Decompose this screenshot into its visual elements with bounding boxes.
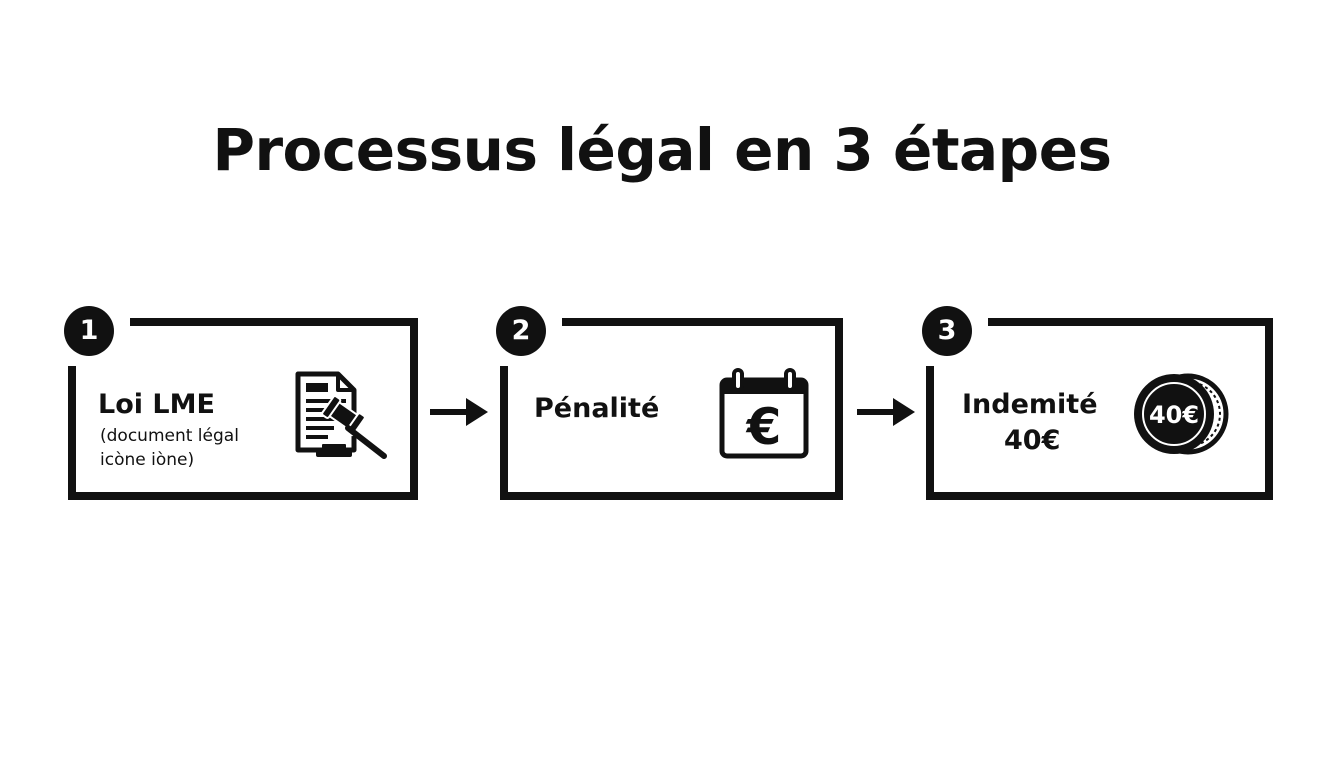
step-3-number-badge: 3 <box>922 306 972 356</box>
page-title: Processus légal en 3 étapes <box>212 116 1112 184</box>
arrow-right-icon <box>428 396 490 432</box>
calendar-euro-glyph: € <box>746 398 782 456</box>
step-1-note-line-1: (document légal <box>100 426 239 446</box>
coin-40-euro-icon: 40€ <box>1128 368 1232 464</box>
step-3-label-line-1: Indemité <box>962 389 1098 420</box>
step-2-number-badge: 2 <box>496 306 546 356</box>
step-3-label-line-2: 40€ <box>1004 425 1061 456</box>
coin-value-text: 40€ <box>1149 401 1199 429</box>
step-1-box: 1 Loi LME (document légal icòne iòne) <box>64 306 418 500</box>
step-1-label: Loi LME <box>98 389 215 420</box>
step-3-box: 3 Indemité 40€ 40€ <box>922 306 1273 500</box>
step-1-note-line-2: icòne iòne) <box>100 450 195 470</box>
step-1-number-badge: 1 <box>64 306 114 356</box>
step-2-box: 2 Pénalité € <box>496 306 843 500</box>
calendar-euro-icon: € <box>716 366 812 466</box>
document-gavel-icon <box>286 366 390 466</box>
arrow-right-icon <box>855 396 917 432</box>
step-2-label: Pénalité <box>534 393 660 424</box>
